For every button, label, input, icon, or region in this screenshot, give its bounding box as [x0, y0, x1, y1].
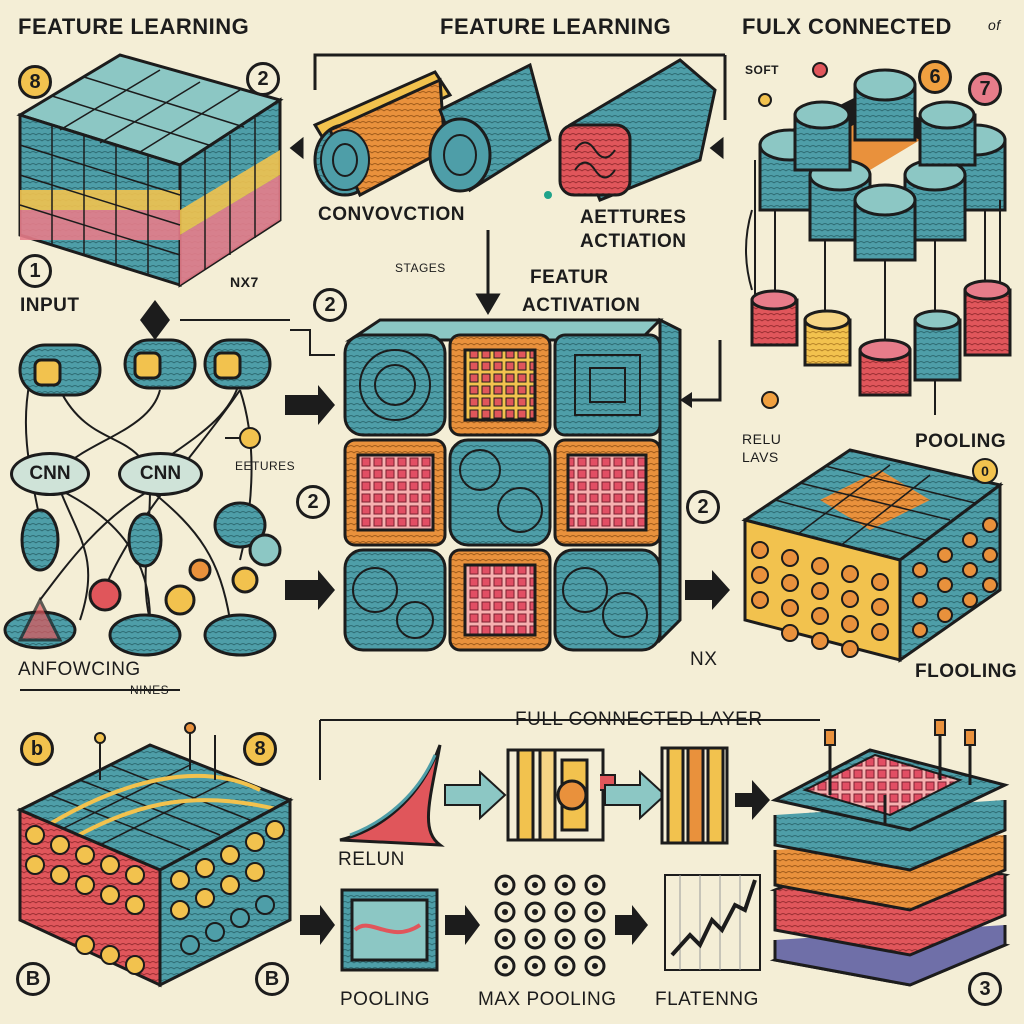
badge-right-6-text: 6	[929, 65, 941, 88]
relun-label: RELUN	[338, 849, 405, 870]
badge-right-7: 7	[968, 72, 1002, 106]
badge-bottom-corner-b-text: B	[25, 967, 41, 990]
badge-bottom-corner-b: B	[16, 962, 50, 996]
badge-bottom-left-8-text: 8	[254, 737, 266, 760]
cnn-left-text: CNN	[29, 463, 71, 484]
center-feature-cube	[343, 317, 682, 652]
center-arrows	[180, 319, 730, 610]
max-pooling-label: MAX POOLING	[478, 989, 617, 1010]
cnn-center-text: CNN	[139, 463, 182, 484]
section-divider	[20, 689, 820, 780]
pooling-bottom-label: POOLING	[340, 989, 431, 1010]
badge-mid-right-2-text: 2	[697, 495, 709, 518]
badge-pooling-0: 0	[972, 458, 998, 484]
heading-feature-learning-left: FEATURE LEARNING	[18, 14, 250, 39]
stray-of-text: of	[988, 17, 1001, 33]
feature-activation-label-2: ACTIVATION	[522, 295, 641, 316]
badge-mid-right-2: 2	[686, 490, 720, 524]
badge-bottom-corner-b2: B	[255, 962, 289, 996]
bottom-pipeline	[300, 744, 770, 977]
stages-label: STAGES	[395, 261, 446, 275]
left-network	[3, 338, 282, 657]
badge-top-left-2-text: 2	[257, 67, 269, 90]
flooling-label: FLOOLING	[915, 661, 1018, 682]
nx-label: NX7	[230, 274, 259, 290]
badge-input-1-text: 1	[29, 259, 41, 282]
badge-top-left-2: 2	[246, 62, 280, 96]
badge-bottom-left-b-text: b	[30, 737, 44, 760]
top-arrows	[289, 53, 727, 315]
badge-right-6: 6	[918, 60, 952, 94]
anfowcing-label: ANFOWCING	[18, 659, 141, 680]
pooling-right-label: POOLING	[915, 431, 1007, 452]
badge-center-2-text: 2	[324, 293, 336, 316]
full-connected-layer-heading: FULL CONNECTED LAYER	[515, 709, 763, 730]
relu-layer-label-1: RELU	[742, 431, 782, 447]
badge-bottom-corner-b2-text: B	[264, 967, 280, 990]
fc-cylinders	[680, 68, 1012, 415]
badge-right-7-text: 7	[979, 77, 991, 100]
cnn-node-left: CNN	[10, 452, 90, 496]
badge-bottom-right-3: 3	[968, 972, 1002, 1006]
pooling-block	[741, 448, 1004, 663]
badge-pooling-0-text: 0	[981, 463, 989, 479]
relu-layer-label-2: LAVS	[742, 449, 779, 465]
nx-box-label: NX	[690, 649, 718, 670]
cnn-node-center: CNN	[118, 452, 203, 496]
badge-bottom-left-b: b	[20, 732, 54, 766]
input-label: INPUT	[20, 295, 80, 316]
badge-center-2: 2	[313, 288, 347, 322]
badge-bottom-left-8: 8	[243, 732, 277, 766]
bottom-left-stack	[16, 722, 294, 988]
badge-bottom-right-3-text: 3	[979, 977, 991, 1000]
nines-label: NINES	[130, 683, 170, 697]
input-cube	[16, 53, 284, 340]
badge-top-left: 8	[18, 65, 52, 99]
badge-input-1: 1	[18, 254, 52, 288]
features-label: EETURES	[235, 459, 296, 473]
badge-top-left-text: 8	[29, 70, 41, 93]
bottom-right-stack	[769, 719, 1011, 987]
soft-label: SOFT	[745, 63, 779, 77]
flatening-label: FLATENNG	[655, 989, 759, 1010]
feature-activation-label-1: FEATUR	[530, 267, 609, 288]
features-activation-label-2: ACTIATION	[580, 231, 687, 252]
convolution-rolls	[312, 58, 717, 202]
badge-mid-left-2-text: 2	[307, 490, 319, 513]
heading-feature-learning-center: FEATURE LEARNING	[440, 14, 672, 39]
features-activation-label-1: AETTURES	[580, 207, 687, 228]
convolution-label: CONVOVCTION	[318, 204, 465, 225]
badge-mid-left-2: 2	[296, 485, 330, 519]
heading-fully-connected: FULX CONNECTED	[742, 14, 952, 39]
